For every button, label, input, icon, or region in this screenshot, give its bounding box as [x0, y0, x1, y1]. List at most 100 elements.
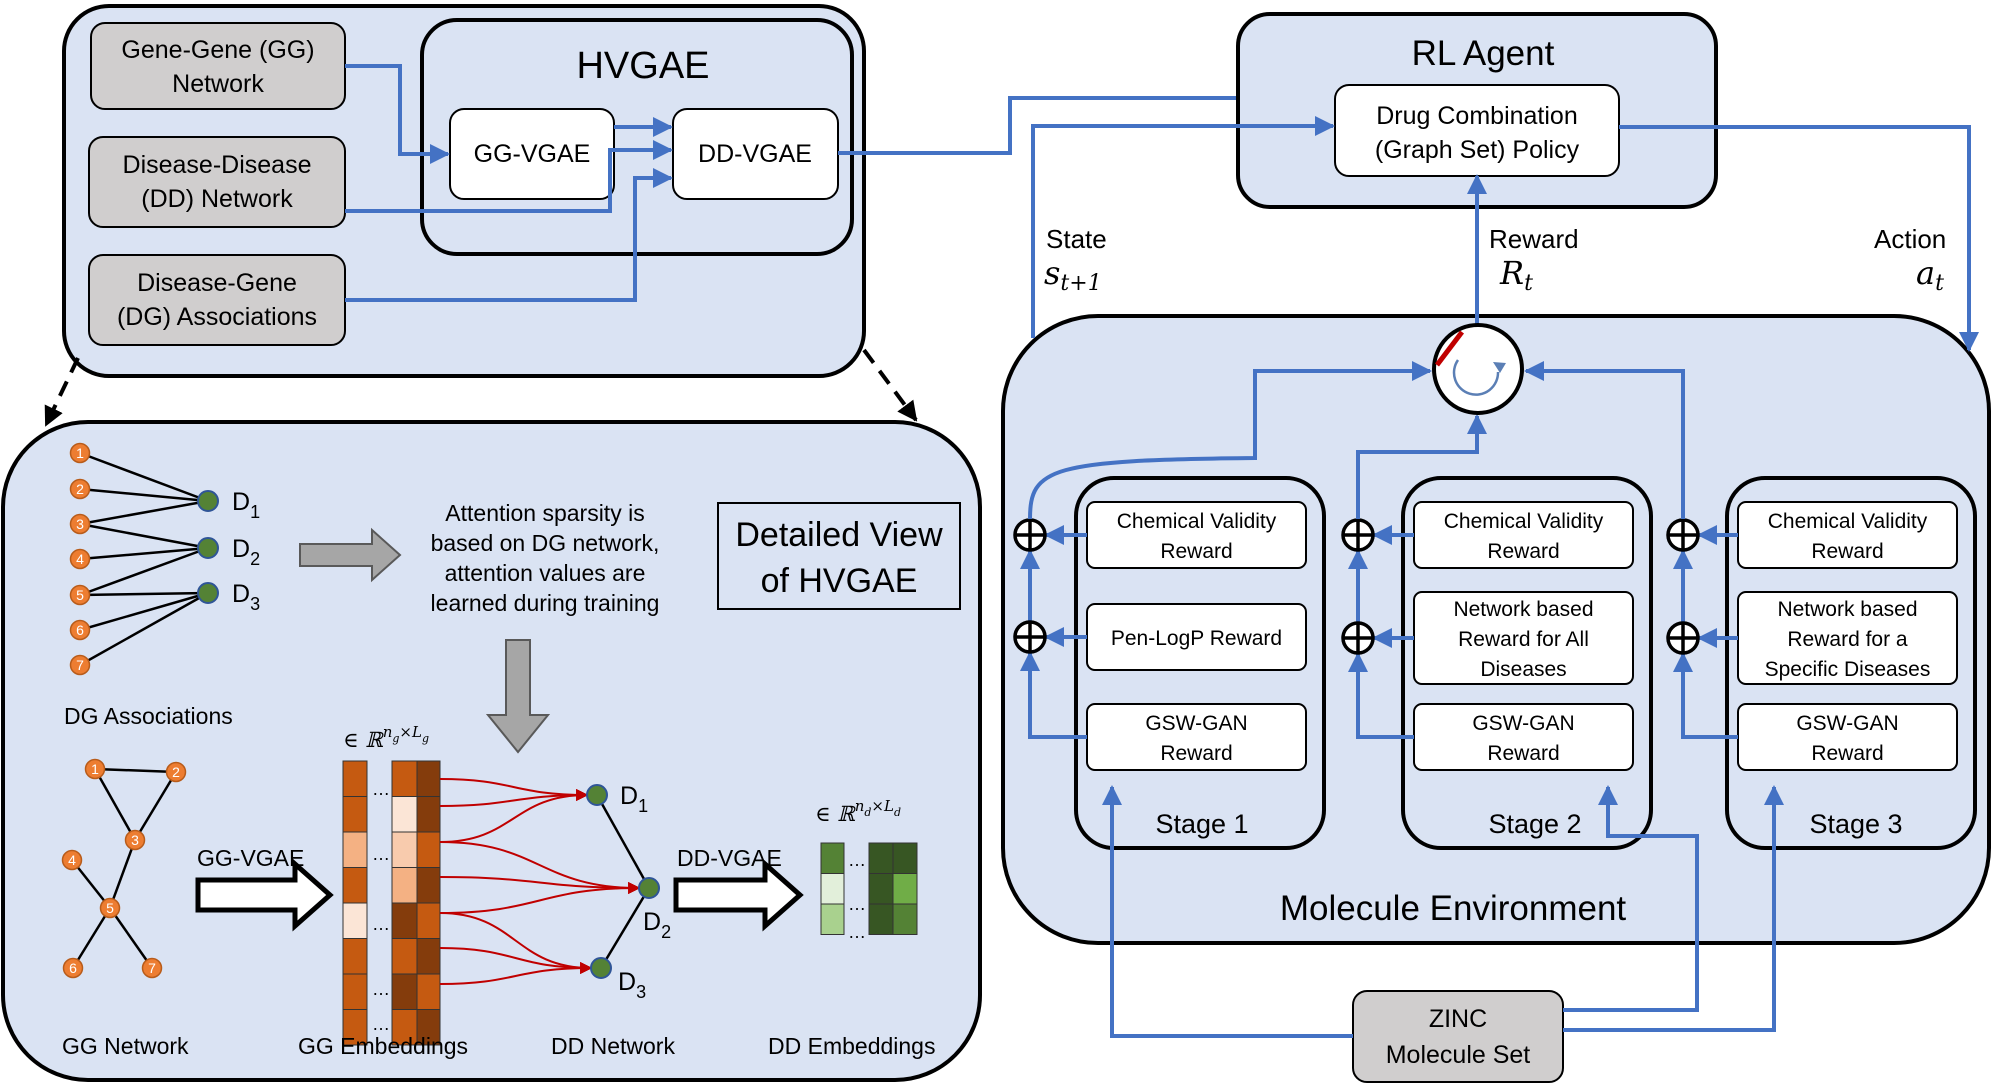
svg-text:…: …	[372, 844, 390, 864]
svg-text:1: 1	[91, 761, 99, 777]
aggregator-needle	[1435, 330, 1464, 367]
svg-text:GSW-GAN: GSW-GAN	[1145, 712, 1247, 735]
dg-associations-box: Disease-Gene (DG) Associations	[88, 254, 346, 346]
svg-text:1: 1	[76, 445, 84, 461]
svg-text:6: 6	[69, 960, 77, 976]
disease-node: D1	[586, 782, 648, 816]
sum-node	[1666, 518, 1700, 552]
sum-node	[1013, 518, 1047, 552]
zinc-connectors	[1102, 785, 1784, 1038]
dd-network-box: Disease-Disease (DD) Network	[88, 136, 346, 228]
gene-node: 6	[69, 619, 91, 641]
svg-text:6: 6	[76, 622, 84, 638]
detail-title-box: Detailed View of HVGAE	[717, 502, 961, 610]
gene-node: 2	[165, 761, 187, 783]
svg-text:Disease-Disease: Disease-Disease	[123, 151, 312, 179]
svg-text:(DG) Associations: (DG) Associations	[117, 303, 317, 331]
stage-label: Stage 1	[1155, 809, 1248, 839]
dg-associations-label: DG Associations	[64, 703, 233, 729]
gray-arrow-down	[485, 639, 551, 754]
stage-label: Stage 3	[1809, 809, 1902, 839]
dd-embeddings-label: DD Embeddings	[768, 1033, 935, 1059]
svg-text:7: 7	[76, 657, 84, 673]
svg-text:Network based: Network based	[1777, 598, 1917, 621]
sum-node	[1666, 621, 1700, 655]
svg-text:Gene-Gene (GG): Gene-Gene (GG)	[121, 36, 314, 64]
svg-text:attention values are: attention values are	[445, 560, 646, 586]
svg-text:Detailed View: Detailed View	[735, 516, 943, 554]
gg-network-box: Gene-Gene (GG) Network	[90, 22, 346, 110]
svg-text:…: …	[848, 850, 866, 870]
svg-text:Network based: Network based	[1453, 598, 1593, 621]
svg-text:4: 4	[68, 852, 76, 868]
svg-text:3: 3	[76, 516, 84, 532]
stage-label: Stage 2	[1488, 809, 1581, 839]
zoom-dashes	[44, 348, 918, 427]
reward-aggregator	[1432, 323, 1524, 415]
state-symbol: st+1	[1044, 254, 1102, 296]
gene-node: 1	[69, 442, 91, 464]
svg-text:GSW-GAN: GSW-GAN	[1472, 712, 1574, 735]
hvgae-title: HVGAE	[576, 45, 709, 87]
svg-text:4: 4	[76, 551, 84, 567]
svg-text:Chemical Validity: Chemical Validity	[1444, 510, 1604, 533]
svg-text:Pen-LogP Reward: Pen-LogP Reward	[1111, 627, 1282, 650]
dd-embedding-dim: ∈ ℝnd×Ld	[815, 797, 901, 826]
gg-vgae-box: GG-VGAE	[449, 108, 615, 200]
hvgae-connectors	[345, 64, 1335, 302]
svg-text:GG-VGAE: GG-VGAE	[474, 140, 591, 168]
stage-connectors	[1673, 525, 1738, 739]
dd-embedding-matrix: ………	[820, 842, 918, 942]
svg-text:Reward: Reward	[1487, 742, 1559, 765]
svg-text:Reward: Reward	[1160, 742, 1232, 765]
svg-text:Network: Network	[172, 70, 264, 98]
svg-text:…: …	[848, 894, 866, 914]
gg-embedding-column-3	[416, 760, 441, 1046]
attention-arrows	[439, 778, 641, 985]
svg-text:Specific Diseases: Specific Diseases	[1765, 658, 1931, 681]
svg-text:…: …	[372, 779, 390, 799]
svg-text:Molecule Set: Molecule Set	[1386, 1041, 1531, 1069]
rl-agent-title: RL Agent	[1412, 34, 1555, 73]
gene-node: 6	[62, 957, 84, 979]
svg-text:D2: D2	[232, 535, 260, 569]
svg-text:based on DG network,: based on DG network,	[431, 530, 660, 556]
gg-vgae-hollow-arrow	[195, 858, 334, 932]
stage-connectors	[1020, 525, 1087, 739]
sum-node	[1341, 518, 1375, 552]
gene-node: 4	[61, 849, 83, 871]
svg-text:2: 2	[76, 481, 84, 497]
svg-text:Drug Combination: Drug Combination	[1376, 102, 1578, 130]
svg-text:5: 5	[76, 587, 84, 603]
svg-text:(DD) Network: (DD) Network	[141, 185, 293, 213]
svg-text:Reward: Reward	[1811, 540, 1883, 563]
stage-connectors	[1348, 525, 1414, 739]
dd-network-label: DD Network	[551, 1033, 675, 1059]
svg-text:Reward for All: Reward for All	[1458, 628, 1589, 651]
gene-node: 1	[84, 758, 106, 780]
svg-text:Reward: Reward	[1811, 742, 1883, 765]
dd-network-edges	[595, 794, 651, 969]
disease-node: D1	[197, 488, 260, 522]
svg-text:Attention sparsity is: Attention sparsity is	[445, 500, 644, 526]
gg-vgae-arrow-label: GG-VGAE	[197, 845, 304, 871]
svg-text:D3: D3	[232, 580, 260, 614]
gene-node: 7	[69, 654, 91, 676]
reward-symbol: Rt	[1499, 254, 1533, 296]
dd-vgae-box: DD-VGAE	[672, 108, 839, 200]
gene-node: 4	[69, 548, 91, 570]
gg-embedding-ellipsis: ……………	[372, 779, 390, 1034]
rl-loop-arrows	[1031, 116, 1979, 352]
gene-node: 5	[99, 897, 121, 919]
svg-text:Chemical Validity: Chemical Validity	[1117, 510, 1277, 533]
svg-text:5: 5	[106, 900, 114, 916]
dd-vgae-hollow-arrow	[673, 858, 804, 932]
